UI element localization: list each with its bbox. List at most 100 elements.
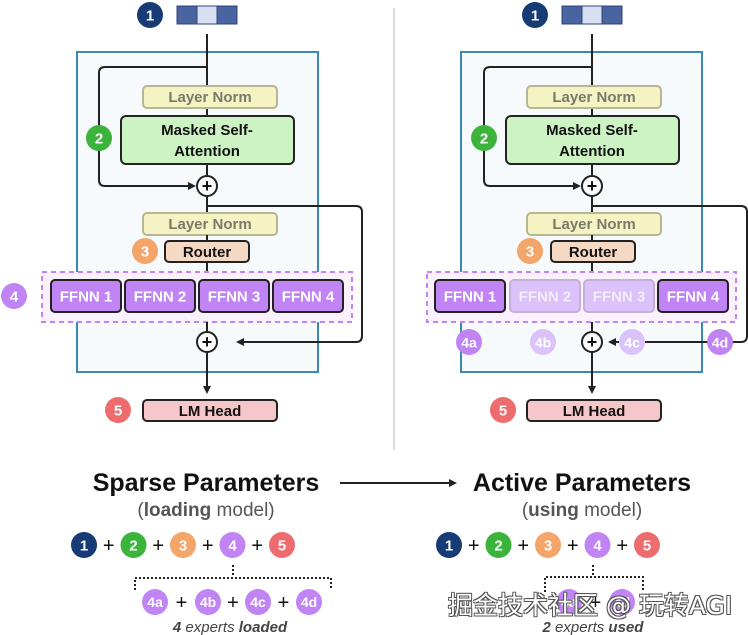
active-caption: 2 experts used	[542, 619, 645, 635]
token-embedding-icon	[561, 5, 623, 25]
expert-ffnn-1	[50, 279, 122, 313]
equation-badge-1	[436, 532, 462, 558]
expert-ffnn-4-active	[657, 279, 729, 313]
attention-label-line2: Attention	[559, 143, 625, 160]
sub-badge-4d	[609, 589, 635, 615]
equation-badge-label: 2	[494, 538, 502, 555]
expert-badge-label: 4b	[535, 335, 551, 351]
sparse-caption: 4 experts loaded	[172, 619, 288, 635]
equation-badge-5	[269, 532, 295, 558]
expert-ffnn-1-active	[434, 279, 506, 313]
equation-badge-3	[170, 532, 196, 558]
masked-self-attention	[120, 115, 295, 165]
equation-badge-label: 2	[129, 538, 137, 555]
equation-badge-label: 3	[544, 538, 552, 555]
layer-norm-2	[526, 212, 662, 236]
equation-badge-1	[71, 532, 97, 558]
plus-sign: +	[590, 592, 602, 614]
equation-badge-label: 4	[593, 538, 602, 555]
layer-norm-1	[142, 85, 278, 109]
router-label: Router	[569, 244, 617, 261]
step2-badge-label: 2	[95, 131, 103, 148]
router-label: Router	[183, 244, 231, 261]
expert-badge-label: 4c	[624, 335, 640, 351]
equation-badge-4	[219, 532, 246, 558]
equation-badge-label: 1	[445, 538, 453, 555]
lm-head	[142, 399, 278, 422]
plus-sign: +	[468, 535, 480, 557]
expert-badge-label: 4d	[712, 335, 728, 351]
watermark: 掘金技术社区 @ 玩转AGI	[448, 591, 733, 620]
expert-label: FFNN 4	[667, 289, 720, 306]
equation-badge-label: 3	[179, 538, 187, 555]
plus-sign: +	[278, 592, 290, 614]
step2-badge-label: 2	[480, 131, 488, 148]
equation-badge-5	[634, 532, 660, 558]
expert-badge-4c	[619, 329, 645, 355]
attention-label-line1: Masked Self-	[161, 122, 253, 139]
step1-badge-label: 1	[146, 8, 154, 25]
step2-badge	[471, 125, 497, 151]
expert-ffnn-3-inactive	[583, 279, 655, 313]
step5-badge-label: 5	[114, 403, 122, 420]
sub-badge-label: 4d	[301, 594, 317, 610]
active-bracket	[544, 565, 644, 592]
plus-sign: +	[567, 535, 579, 557]
step5-badge	[490, 397, 516, 423]
step5-badge	[105, 397, 131, 423]
step4-badge	[1, 283, 27, 309]
sub-badge-label: 4a	[561, 594, 577, 610]
expert-badge-4a	[456, 329, 482, 355]
add-circle-1	[581, 175, 603, 197]
plus-sign: +	[176, 592, 188, 614]
step3-badge	[132, 238, 158, 264]
expert-label: FFNN 1	[444, 289, 497, 306]
left-panel: 1 + 2 Layer Norm Masked Self- Attention …	[1, 2, 363, 423]
sparse-bracket	[134, 565, 332, 590]
plus-sign: +	[152, 535, 164, 557]
layer-norm-1-label: Layer Norm	[168, 89, 251, 106]
layer-norm-2-label: Layer Norm	[552, 216, 635, 233]
expert-ffnn-2-inactive	[509, 279, 581, 313]
layer-norm-2-label: Layer Norm	[168, 216, 251, 233]
plus-sign: +	[202, 535, 214, 557]
expert-label: FFNN 2	[519, 289, 572, 306]
plus-sign: +	[616, 535, 628, 557]
sub-badge-label: 4d	[614, 594, 630, 610]
active-parameters-subtitle: (using model)	[522, 500, 642, 521]
equation-badge-label: 1	[80, 538, 88, 555]
attention-label-line1: Masked Self-	[546, 122, 638, 139]
expert-ffnn-2	[124, 279, 196, 313]
equation-badge-2	[120, 532, 147, 558]
sub-badge-label: 4a	[147, 594, 163, 610]
equation-badge-3	[535, 532, 561, 558]
step3-badge	[517, 238, 543, 264]
lm-head-label: LM Head	[563, 403, 626, 420]
sub-badge-label: 4b	[200, 594, 216, 610]
right-panel: 1 + 2 Layer Norm Masked Self- Attention …	[426, 2, 748, 423]
sub-badge-4d	[296, 589, 322, 615]
sub-badge-4a	[556, 589, 582, 615]
expert-label: FFNN 4	[282, 289, 335, 306]
plus-sign: +	[103, 535, 115, 557]
lm-head	[526, 399, 662, 422]
step5-badge-label: 5	[499, 403, 507, 420]
plus-sign: +	[251, 535, 263, 557]
sparse-parameters-title: Sparse Parameters	[93, 469, 320, 497]
equation-badge-label: 5	[278, 538, 286, 555]
lm-head-label: LM Head	[179, 403, 242, 420]
attention-label-line2: Attention	[174, 143, 240, 160]
expert-ffnn-4	[272, 279, 344, 313]
equation-badge-label: 4	[228, 538, 237, 555]
step4-badge-label: 4	[10, 289, 19, 306]
sub-badge-4c	[245, 589, 271, 615]
equation-badge-label: 5	[643, 538, 651, 555]
sub-badge-4a	[142, 589, 168, 615]
add-circle-1	[196, 175, 218, 197]
add-symbol: +	[587, 176, 598, 196]
add-symbol: +	[202, 332, 213, 352]
expert-label: FFNN 3	[593, 289, 646, 306]
add-symbol: +	[202, 176, 213, 196]
expert-label: FFNN 1	[60, 289, 113, 306]
